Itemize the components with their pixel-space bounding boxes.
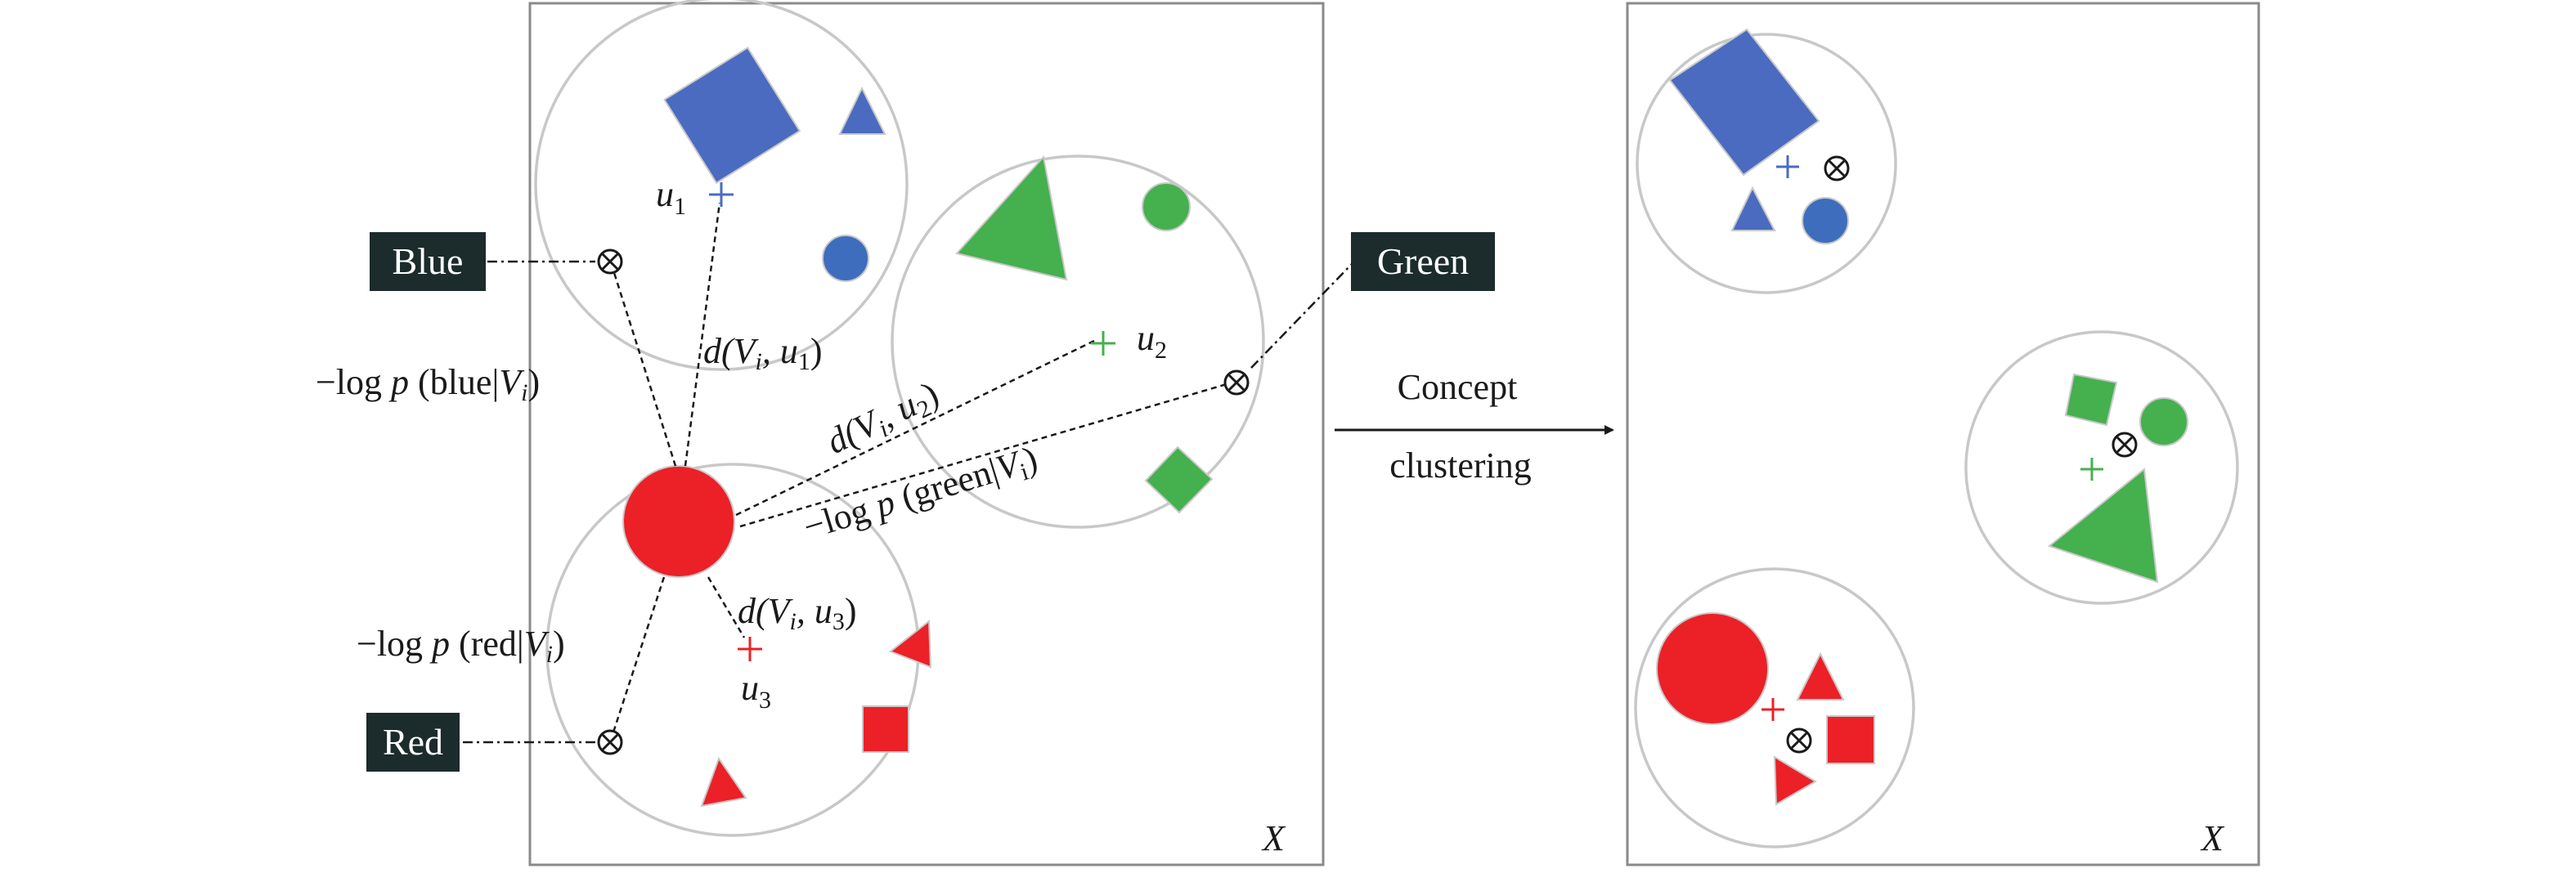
blue-dot-result <box>1802 197 1849 244</box>
distance-label-u3: d(Vi, u3) <box>738 591 857 635</box>
svg-text:Red: Red <box>383 721 443 763</box>
red-triangle-1 <box>889 619 932 669</box>
blue-tag: Blue <box>370 232 486 291</box>
green-anchor-result-icon <box>2112 432 2138 458</box>
distance-line-u2 <box>735 338 1097 517</box>
logp-line-green <box>739 383 1227 528</box>
right-panel-axis-label: X <box>2200 818 2225 858</box>
green-cluster-circle <box>891 154 1265 529</box>
blue-cluster-circle <box>534 0 909 371</box>
blue-triangle <box>838 86 886 135</box>
svg-text:Blue: Blue <box>393 240 464 282</box>
u3-centroid-plus-icon <box>738 637 762 661</box>
red-triangle-result-1 <box>1796 651 1845 701</box>
u1-label: u1 <box>656 174 686 220</box>
green-square <box>1144 445 1214 514</box>
logp-line-red <box>609 576 666 741</box>
right-panel-frame <box>1626 2 2260 866</box>
green-tag-connector <box>1250 262 1353 369</box>
distance-line-u3 <box>707 576 746 638</box>
red-square <box>862 705 909 753</box>
logp-label-red: −log p (red|Vi) <box>357 624 565 668</box>
red-triangle-2 <box>700 756 747 808</box>
green-tag: Green <box>1351 232 1495 291</box>
arrow-label-line2: clustering <box>1389 445 1532 486</box>
blue-cluster-result <box>1636 33 1897 294</box>
u2-label: u2 <box>1137 318 1167 364</box>
left-panel-frame <box>528 2 1325 866</box>
blue-square <box>663 47 801 185</box>
u1-centroid-plus-icon <box>709 182 734 207</box>
red-circle-result <box>1656 612 1769 725</box>
arrow-label-line1: Concept <box>1398 367 1518 407</box>
green-triangle-result <box>2047 468 2159 584</box>
u2-centroid-plus-icon <box>1091 331 1115 356</box>
red-query-circle <box>622 465 735 578</box>
green-dot <box>1142 182 1191 231</box>
blue-anchor-result-icon <box>1824 155 1850 181</box>
red-tag: Red <box>366 713 460 772</box>
logp-line-blue <box>608 259 677 467</box>
green-dot-result <box>2139 397 2188 446</box>
u3-label: u3 <box>741 668 771 714</box>
green-square-result <box>2064 373 2118 427</box>
red-square-result <box>1826 715 1875 764</box>
red-cluster-result <box>1634 567 1915 848</box>
green-triangle <box>955 154 1068 281</box>
green-concept-anchor-icon <box>1223 369 1250 396</box>
blue-centroid-result-plus-icon <box>1776 155 1799 178</box>
red-anchor-result-icon <box>1786 728 1812 754</box>
left-panel-axis-label: X <box>1261 818 1286 858</box>
distance-line-u1 <box>684 202 721 467</box>
logp-label-blue: −log p (blue|Vi) <box>316 362 540 406</box>
red-centroid-result-plus-icon <box>1761 698 1784 721</box>
blue-triangle-result <box>1730 186 1776 231</box>
blue-square-result <box>1668 28 1820 177</box>
blue-concept-anchor-icon <box>597 248 623 275</box>
blue-dot <box>822 235 869 282</box>
distance-label-u1: d(Vi, u1) <box>703 331 823 375</box>
red-triangle-result-2 <box>1773 755 1817 806</box>
green-centroid-result-plus-icon <box>2080 458 2103 481</box>
svg-text:Green: Green <box>1377 240 1469 282</box>
red-concept-anchor-icon <box>597 729 623 755</box>
green-cluster-result <box>1964 330 2239 605</box>
